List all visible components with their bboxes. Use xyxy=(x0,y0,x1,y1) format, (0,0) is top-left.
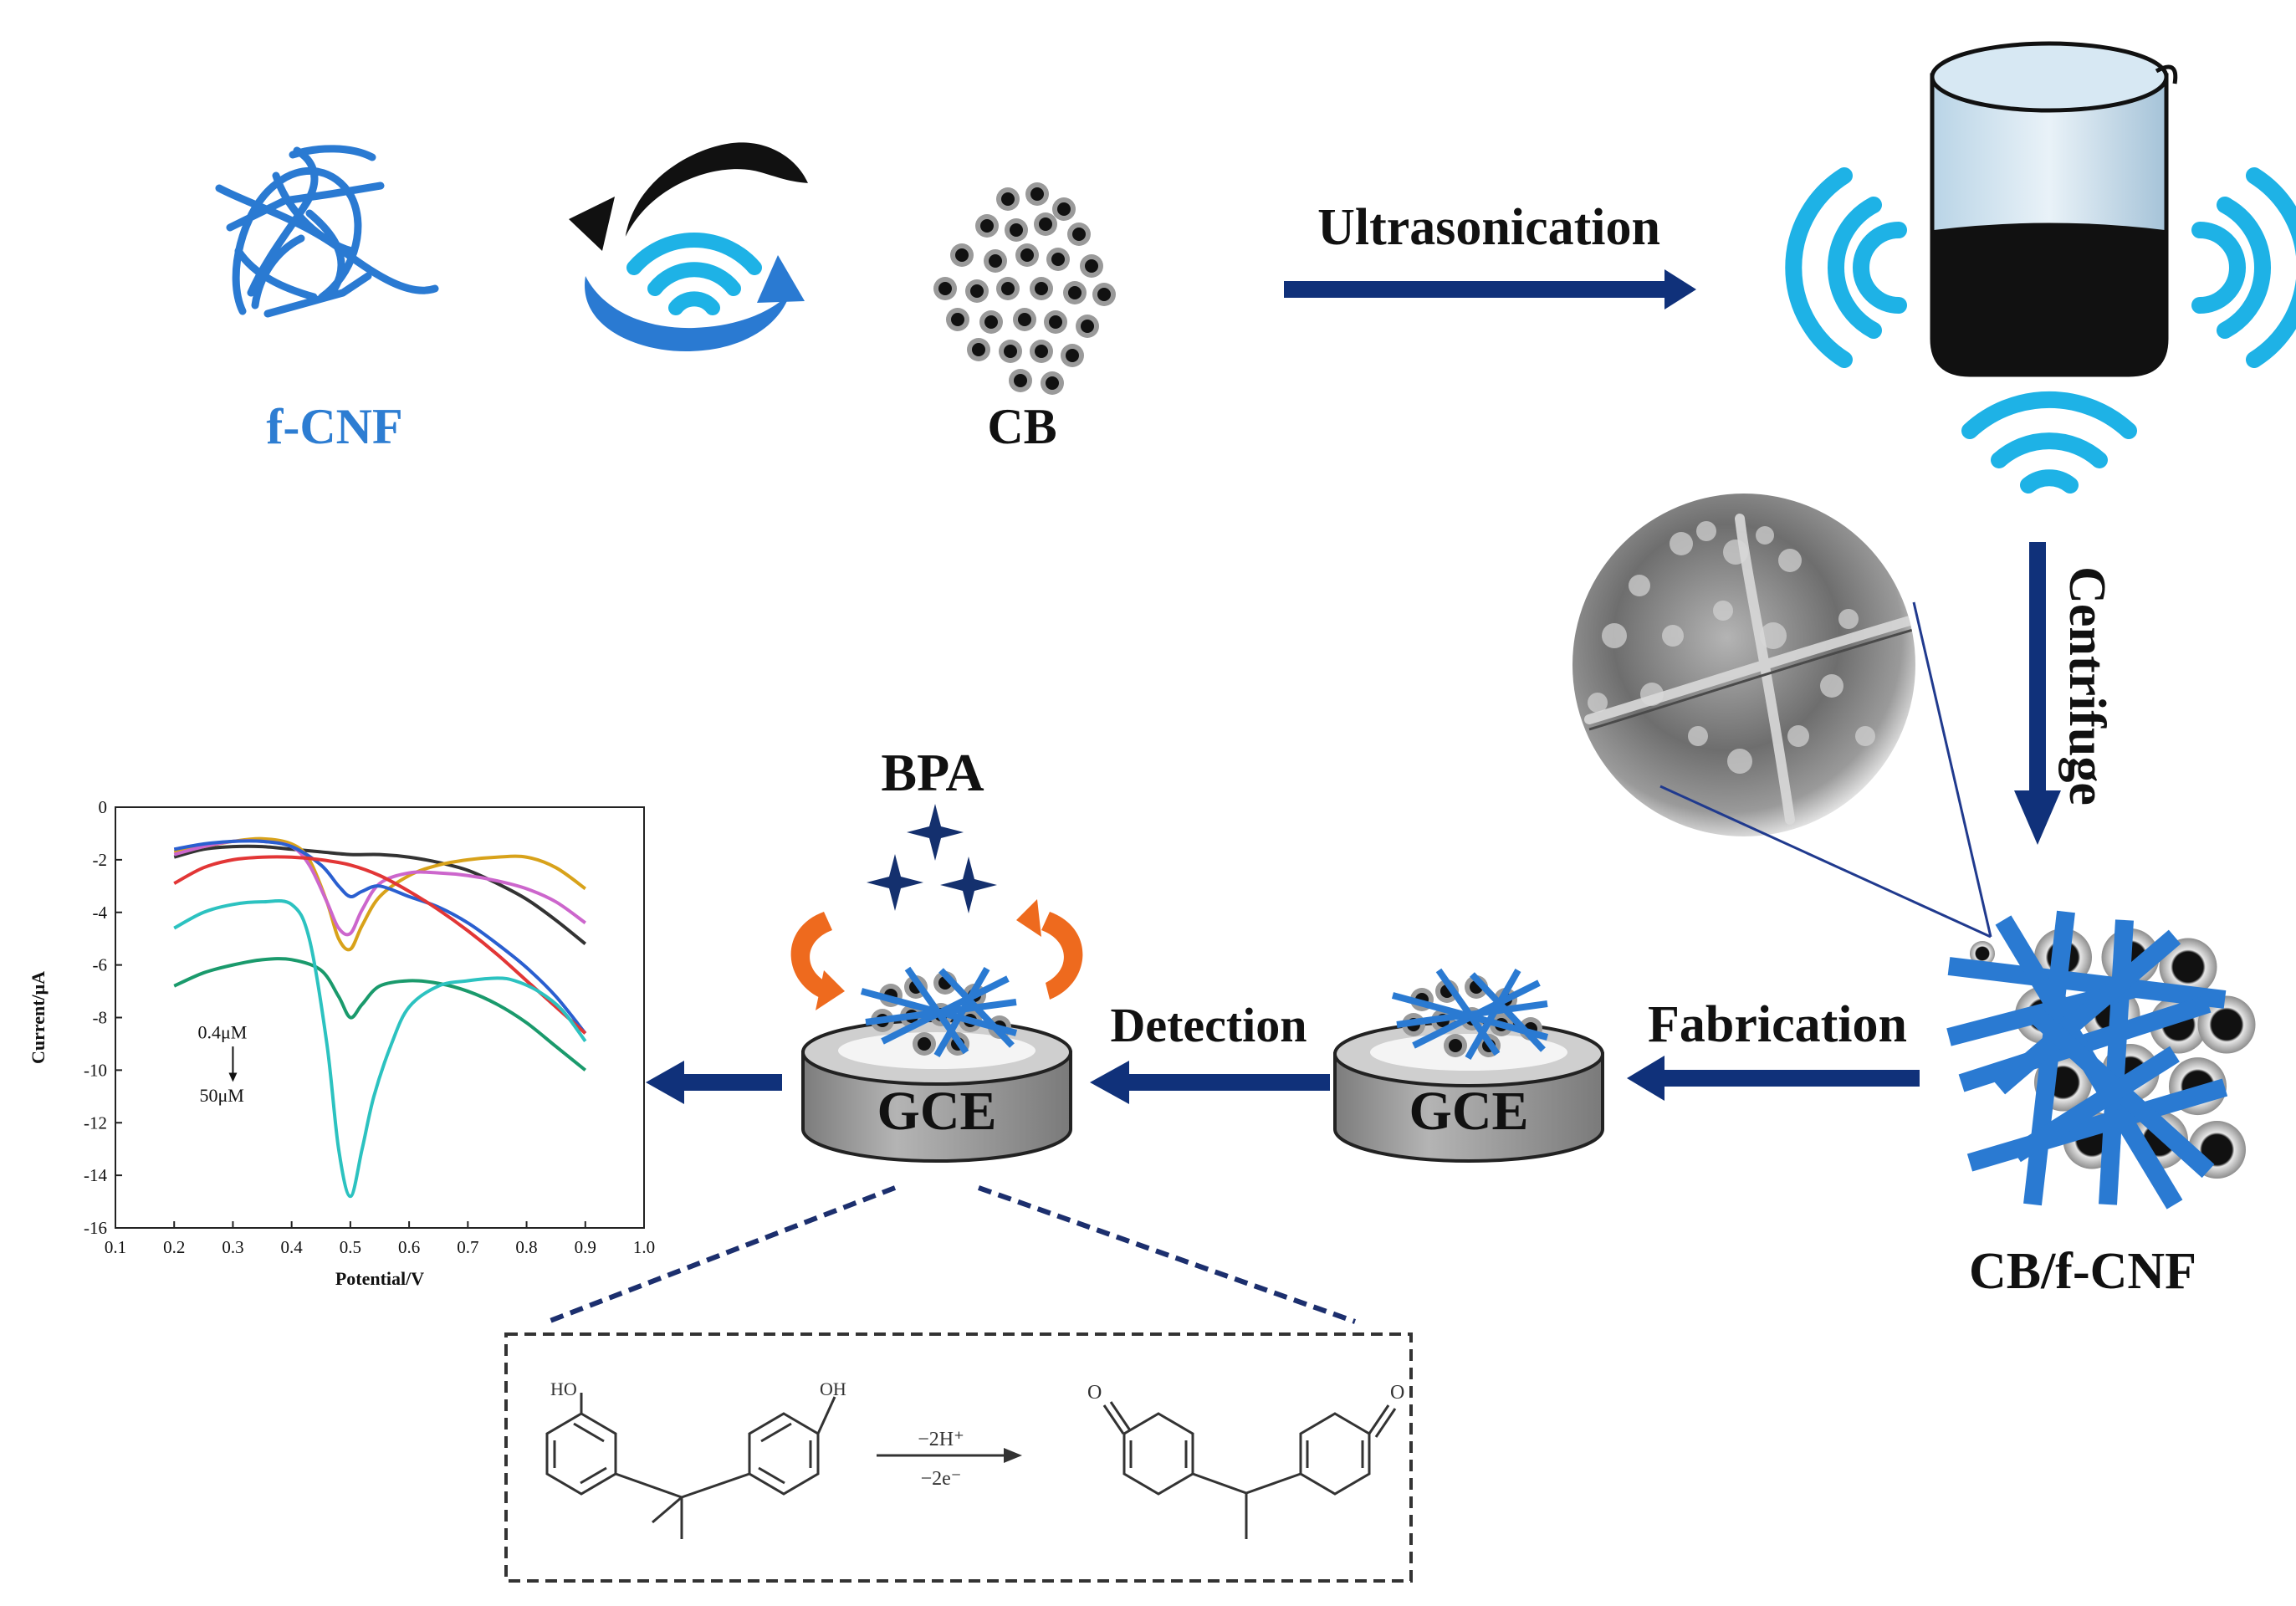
zoom-guide-lines xyxy=(1659,601,1992,939)
ultrasonication-arrow xyxy=(1284,269,1696,309)
chart-x-tick-label: 0.5 xyxy=(340,1237,361,1257)
ketone-left-label: O xyxy=(1087,1382,1102,1404)
gce-label: GCE xyxy=(877,1081,996,1142)
chart-x-axis-label: Potential/V xyxy=(335,1268,424,1289)
reaction-box xyxy=(504,1332,1413,1583)
chart-annotation-arrowhead xyxy=(228,1072,238,1082)
chart-y-tick-label: -8 xyxy=(93,1008,108,1028)
proton-loss-label: −2H⁺ xyxy=(918,1429,964,1450)
bpa-molecule-icon xyxy=(867,804,997,913)
chart-x-tick-label: 0.4 xyxy=(281,1237,304,1257)
chart-y-tick-label: -14 xyxy=(84,1165,107,1185)
fcnf-label: f-CNF xyxy=(266,399,402,454)
dpv-chart: 0.1 0.2 0.3 0.4 0.5 0.6 0.7 0.8 0.9 1.0 0 -2 -4 -6 -8 -… xyxy=(28,797,655,1289)
chart-x-tick-label: 0.3 xyxy=(222,1237,243,1257)
chart-series-line-7 xyxy=(173,898,587,1199)
cb-particle-cluster xyxy=(933,182,1116,395)
chart-annotation-bottom: 50μM xyxy=(199,1085,243,1106)
fabrication-label: Fabrication xyxy=(1648,996,1907,1053)
bpa-label: BPA xyxy=(881,743,984,802)
chart-y-tick-label: -6 xyxy=(93,955,108,975)
signal-icon xyxy=(626,233,762,315)
chart-x-tick-label: 0.2 xyxy=(163,1237,185,1257)
ultrasound-wave-icon xyxy=(1785,167,2296,494)
cb-label: CB xyxy=(987,399,1056,454)
chart-series-line-1 xyxy=(173,844,587,946)
mixing-cycle-icon xyxy=(569,142,808,351)
centrifuge-label: Centrifuge xyxy=(2058,566,2115,806)
chart-y-tick-label: 0 xyxy=(99,797,108,817)
chart-series-line-6 xyxy=(173,957,587,1072)
orange-adsorption-arrow-icon xyxy=(790,899,1083,1010)
detection-label: Detection xyxy=(1110,998,1307,1052)
chart-y-tick-label: -16 xyxy=(84,1218,107,1238)
chart-annotation-top: 0.4μM xyxy=(197,1022,247,1043)
chart-series-line-4 xyxy=(173,839,587,1035)
reaction-arrowhead xyxy=(1004,1448,1022,1463)
fcnf-fiber-icon xyxy=(215,145,439,318)
gce-electrode-modified: GCE xyxy=(1333,968,1604,1163)
fabrication-arrow xyxy=(1627,1056,1920,1101)
centrifuge-arrow xyxy=(2014,542,2061,845)
reaction-callout-lines xyxy=(546,1185,1357,1324)
ketone-right-label: O xyxy=(1390,1382,1404,1404)
chart-x-tick-label: 0.6 xyxy=(398,1237,420,1257)
chart-x-tick-label: 0.9 xyxy=(575,1237,596,1257)
gce-electrode-detection: GCE xyxy=(801,966,1072,1163)
result-arrow xyxy=(646,1061,782,1104)
chart-x-tick-label: 1.0 xyxy=(633,1237,655,1257)
chart-y-tick-label: -2 xyxy=(93,850,108,870)
beaker-icon xyxy=(1930,41,2178,377)
cb-fcnf-composite xyxy=(1946,910,2256,1210)
chart-series-line-2 xyxy=(173,836,586,952)
sem-micrograph xyxy=(1572,494,1915,836)
chart-y-tick-label: -10 xyxy=(84,1060,107,1080)
hydroxyl-right-label: OH xyxy=(820,1378,846,1399)
composite-label: CB/f-CNF xyxy=(1969,1243,2196,1300)
hydroxyl-left-label: HO xyxy=(550,1378,577,1399)
chart-series-line-5 xyxy=(173,855,587,1035)
chart-y-tick-label: -4 xyxy=(93,903,108,923)
chart-y-axis-label: Current/μA xyxy=(28,971,49,1064)
detection-arrow xyxy=(1090,1061,1330,1104)
chart-x-tick-label: 0.8 xyxy=(515,1237,537,1257)
reaction-scheme xyxy=(545,1393,1397,1539)
chart-x-tick-label: 0.7 xyxy=(457,1237,478,1257)
ultrasonication-label: Ultrasonication xyxy=(1317,199,1660,256)
electron-loss-label: −2e⁻ xyxy=(921,1468,962,1490)
chart-y-tick-label: -12 xyxy=(84,1112,107,1133)
chart-x-tick-label: 0.1 xyxy=(105,1237,126,1257)
gce-label: GCE xyxy=(1409,1081,1528,1142)
